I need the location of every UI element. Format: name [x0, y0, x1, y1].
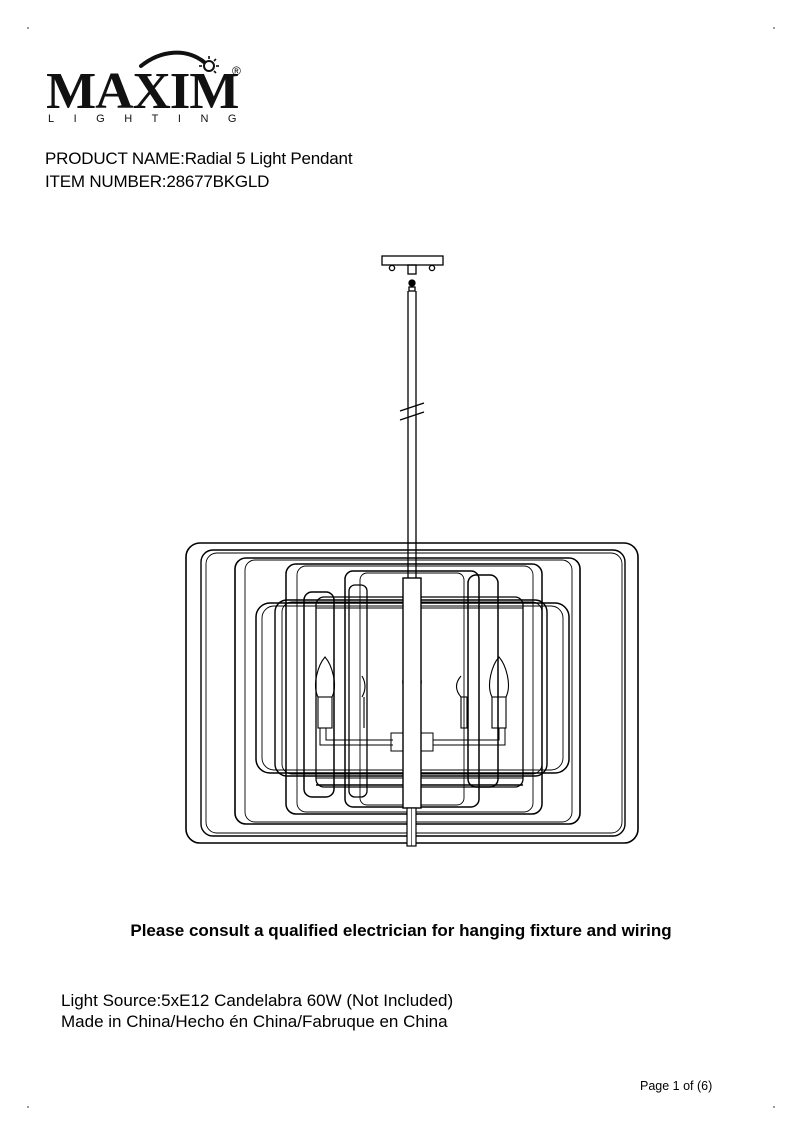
item-number-value: 28677BKGLD	[166, 172, 270, 191]
ceiling-canopy	[381, 255, 444, 292]
candle-bulbs	[315, 656, 509, 729]
corner-mark-bottom-left	[27, 1106, 29, 1108]
item-number-line: ITEM NUMBER:28677BKGLD	[45, 172, 269, 192]
light-source-spec: Light Source:5xE12 Candelabra 60W (Not I…	[61, 991, 454, 1010]
product-name-label: PRODUCT NAME:	[45, 149, 185, 168]
item-number-label: ITEM NUMBER:	[45, 172, 167, 191]
electrician-warning: Please consult a qualified electrician f…	[130, 921, 672, 940]
downrod	[399, 291, 425, 578]
brand-logo: MAXIM ® LIGHTING	[46, 44, 251, 129]
corner-mark-top-right	[773, 27, 775, 29]
corner-mark-bottom-right	[773, 1106, 775, 1108]
candle-arms	[319, 728, 506, 752]
brand-wordmark: MAXIM	[46, 63, 239, 120]
page-number: Page 1 of (6)	[640, 1079, 713, 1093]
product-name-line: PRODUCT NAME:Radial 5 Light Pendant	[45, 149, 353, 169]
country-of-origin: Made in China/Hecho én China/Fabruque en…	[61, 1012, 448, 1031]
brand-subtitle: LIGHTING	[48, 113, 256, 125]
registered-mark: ®	[232, 64, 241, 78]
fixture-line-drawing	[185, 255, 639, 847]
product-name-value: Radial 5 Light Pendant	[184, 149, 353, 168]
corner-mark-top-left	[27, 27, 29, 29]
sun-swoosh-icon	[139, 50, 219, 74]
